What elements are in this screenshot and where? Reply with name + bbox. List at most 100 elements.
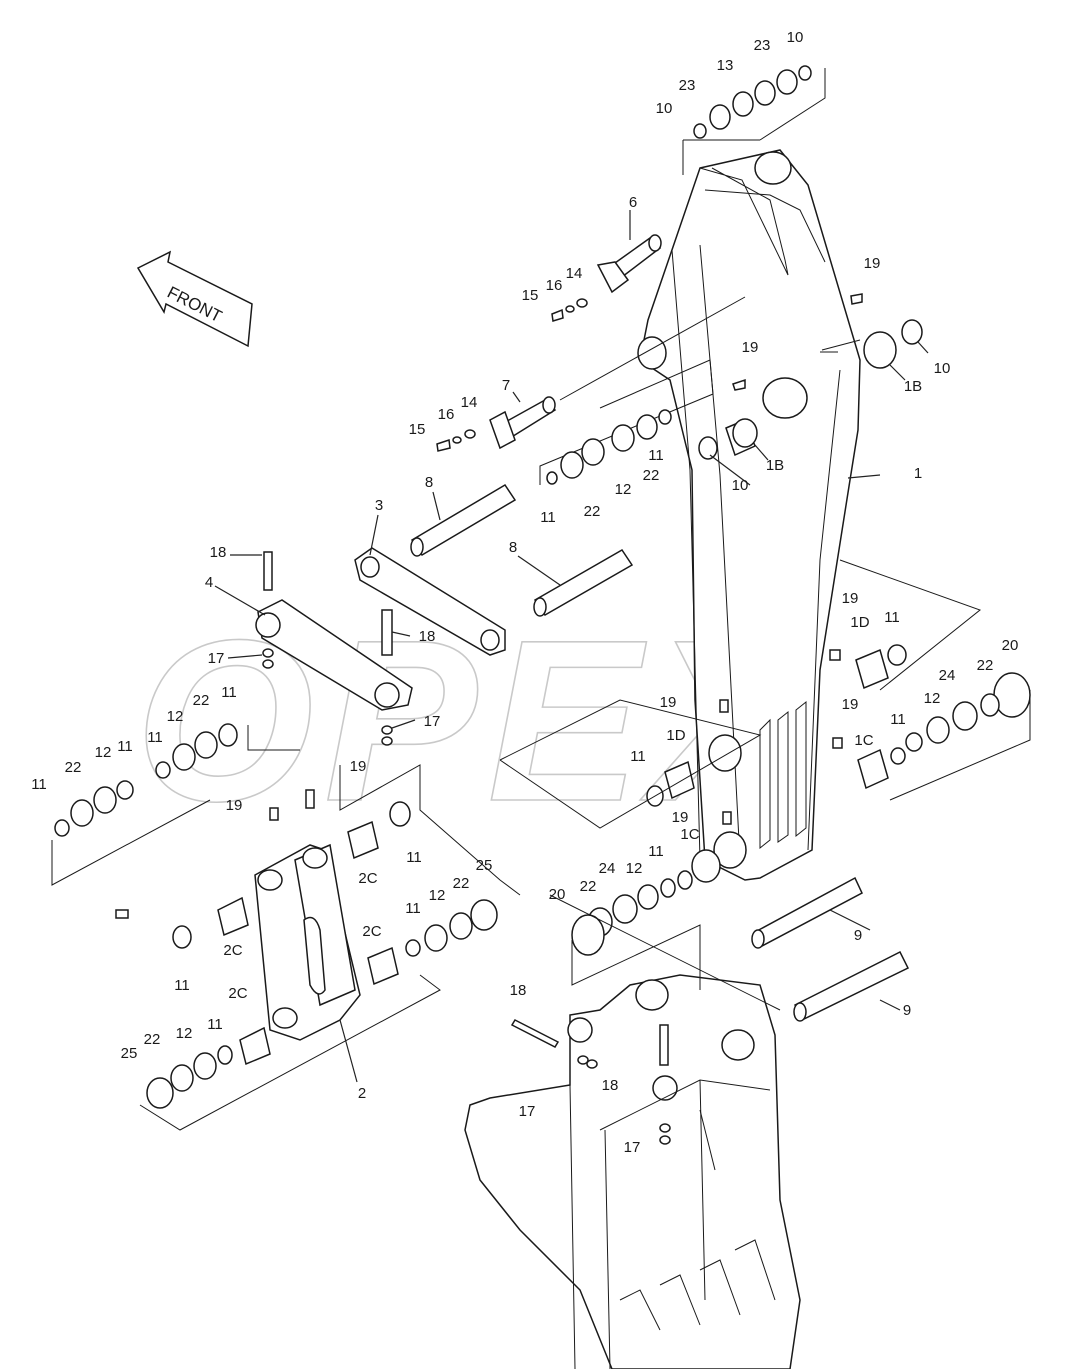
callout-label-15: 15: [522, 287, 539, 304]
pin-9-lower: [793, 950, 910, 1022]
callout-label-17: 17: [519, 1103, 536, 1120]
callout-label-1c: 1C: [680, 826, 699, 843]
callout-label-19: 19: [226, 797, 243, 814]
callout-label-6: 6: [629, 194, 637, 211]
callout-label-17: 17: [208, 650, 225, 667]
callout-label-2c: 2C: [228, 985, 247, 1002]
callout-label-11: 11: [117, 738, 133, 755]
callout-label-17: 17: [624, 1139, 641, 1156]
callout-label-9: 9: [854, 927, 862, 944]
link-4: [255, 551, 413, 746]
callout-label-20: 20: [1002, 637, 1019, 654]
callout-label-22: 22: [580, 878, 597, 895]
callout-label-11: 11: [221, 684, 237, 701]
callout-label-2c: 2C: [358, 870, 377, 887]
callout-label-18: 18: [419, 628, 436, 645]
callout-label-19: 19: [742, 339, 759, 356]
callout-label-11: 11: [648, 843, 664, 860]
callout-label-20: 20: [549, 886, 566, 903]
callout-label-9: 9: [903, 1002, 911, 1019]
callout-label-2c: 2C: [223, 942, 242, 959]
callout-label-2c: 2C: [362, 923, 381, 940]
callout-label-19: 19: [672, 809, 689, 826]
callout-label-16: 16: [546, 277, 563, 294]
callout-label-22: 22: [193, 692, 210, 709]
callout-label-22: 22: [977, 657, 994, 674]
callout-label-22: 22: [144, 1031, 161, 1048]
link-3: [354, 547, 506, 656]
callout-label-11: 11: [540, 509, 556, 526]
pin-7: [436, 296, 746, 485]
callout-label-12: 12: [615, 481, 632, 498]
washer-stack-left-lower: [139, 974, 441, 1131]
washer-stack-top: [682, 65, 826, 175]
callout-label-11: 11: [884, 609, 900, 626]
callout-label-18: 18: [602, 1077, 619, 1094]
callout-label-22: 22: [584, 503, 601, 520]
callout-label-22: 22: [65, 759, 82, 776]
pin-6: [551, 234, 662, 322]
pin-9-upper: [751, 876, 863, 949]
pin-8-upper: [410, 483, 517, 557]
callout-label-10: 10: [732, 477, 749, 494]
callout-label-2: 2: [358, 1085, 366, 1102]
callout-label-17: 17: [424, 713, 441, 730]
callout-label-25: 25: [476, 857, 493, 874]
callout-label-11: 11: [147, 729, 163, 746]
callout-label-24: 24: [599, 860, 616, 877]
front-arrow-icon: FRONT: [136, 250, 253, 348]
pin-8-lower: [533, 549, 634, 617]
callout-label-11: 11: [174, 977, 190, 994]
callout-label-11: 11: [648, 447, 664, 464]
callout-label-10: 10: [656, 100, 673, 117]
callout-label-13: 13: [717, 57, 734, 74]
callout-label-10: 10: [934, 360, 951, 377]
callout-label-1c: 1C: [854, 732, 873, 749]
callout-label-11: 11: [405, 900, 421, 917]
callout-label-23: 23: [679, 77, 696, 94]
callout-label-12: 12: [924, 690, 941, 707]
callout-label-11: 11: [31, 776, 47, 793]
callout-label-12: 12: [176, 1025, 193, 1042]
callout-label-19: 19: [350, 758, 367, 775]
washer-stack-center-lower: [499, 699, 762, 956]
callout-label-3: 3: [375, 497, 383, 514]
callout-label-1b: 1B: [766, 457, 784, 474]
callout-label-25: 25: [121, 1045, 138, 1062]
link-2: [254, 789, 361, 1041]
bushing-1b-upper: [820, 293, 923, 369]
leader-lines: [214, 210, 929, 1083]
callout-label-1d: 1D: [666, 727, 685, 744]
callout-label-12: 12: [429, 887, 446, 904]
callout-label-19: 19: [660, 694, 677, 711]
callout-label-12: 12: [626, 860, 643, 877]
washer-stack-left-upper: [51, 723, 300, 886]
callout-label-23: 23: [754, 37, 771, 54]
callout-label-4: 4: [205, 574, 213, 591]
callout-label-1: 1: [914, 465, 922, 482]
bucket-part: [464, 894, 801, 1369]
callout-label-10: 10: [787, 29, 804, 46]
callout-label-24: 24: [939, 667, 956, 684]
washer-stack-right: [829, 559, 1031, 801]
callout-label-19: 19: [864, 255, 881, 272]
callout-label-22: 22: [453, 875, 470, 892]
callout-label-11: 11: [630, 748, 646, 765]
callout-label-18: 18: [210, 544, 227, 561]
washer-stack-middle: [546, 378, 758, 485]
callout-label-12: 12: [167, 708, 184, 725]
callout-label-1d: 1D: [850, 614, 869, 631]
washer-stack-center: [339, 764, 521, 957]
callout-label-8: 8: [509, 539, 517, 556]
callout-label-19: 19: [842, 696, 859, 713]
callout-label-19: 19: [842, 590, 859, 607]
arm-part: [637, 149, 861, 881]
callout-label-11: 11: [207, 1016, 223, 1033]
callout-label-15: 15: [409, 421, 426, 438]
callout-label-8: 8: [425, 474, 433, 491]
callout-label-22: 22: [643, 467, 660, 484]
bushing-2c-set: [115, 801, 411, 1066]
callout-label-1b: 1B: [904, 378, 922, 395]
